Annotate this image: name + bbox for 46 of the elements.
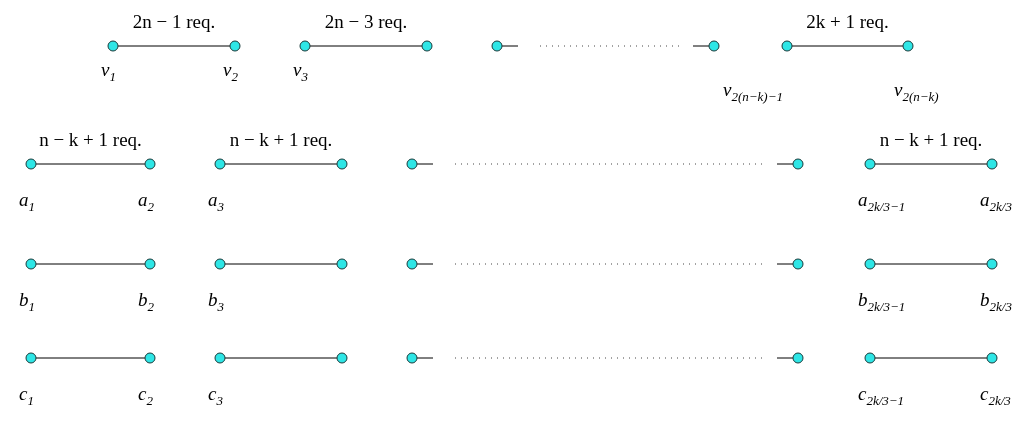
edge-line (874, 263, 988, 265)
edge-line (117, 45, 231, 47)
vertex-label: c$_{2k/3−1}$ (858, 384, 905, 410)
edge-line (224, 263, 338, 265)
vertex-label: b$_{1}$ (19, 290, 35, 316)
edge-line (791, 45, 904, 47)
edge-line (416, 263, 434, 265)
edge-line (874, 163, 988, 165)
edge-line (874, 357, 988, 359)
edge-label: 2n − 1 req. (132, 12, 216, 32)
vertex-label: b$_{2}$ (138, 290, 154, 316)
edge-line (35, 357, 146, 359)
edge-label: 2n − 3 req. (324, 12, 408, 32)
vertex-label: a$_{3}$ (208, 190, 224, 216)
vertex-label: b$_{2k/3}$ (980, 290, 1012, 316)
vertex-label: c$_{1}$ (19, 384, 34, 410)
vertex-label: b$_{3}$ (208, 290, 224, 316)
edge-line (692, 45, 710, 47)
vertex-label: a$_{2k/3−1}$ (858, 190, 906, 216)
edge-line (416, 357, 434, 359)
edge-label: n − k + 1 req. (879, 130, 983, 150)
edge-line (35, 263, 146, 265)
vertex-label: c$_{2k/3}$ (980, 384, 1011, 410)
vertex-label: v$_{2(n−k)−1}$ (723, 80, 783, 106)
vertex-label: c$_{2}$ (138, 384, 153, 410)
edge-line (416, 163, 434, 165)
edge-line (776, 263, 794, 265)
edge-line (776, 163, 794, 165)
edge-line (35, 163, 146, 165)
edge-line (776, 357, 794, 359)
vertex-label: a$_{2}$ (138, 190, 154, 216)
edge-line (224, 357, 338, 359)
vertex-label: a$_{1}$ (19, 190, 35, 216)
vertex-label: v$_{2(n−k)}$ (894, 80, 939, 106)
edge-line (224, 163, 338, 165)
edge-label: 2k + 1 req. (806, 12, 889, 32)
vertex-label: b$_{2k/3−1}$ (858, 290, 906, 316)
edge-line (309, 45, 423, 47)
vertex-label: v$_{3}$ (293, 60, 308, 86)
edge-line (501, 45, 519, 47)
vertex-label: v$_{1}$ (101, 60, 116, 86)
vertex-label: c$_{3}$ (208, 384, 223, 410)
edge-label: n − k + 1 req. (229, 130, 333, 150)
edge-label: n − k + 1 req. (39, 130, 142, 150)
vertex-label: a$_{2k/3}$ (980, 190, 1012, 216)
vertex-label: v$_{2}$ (223, 60, 238, 86)
